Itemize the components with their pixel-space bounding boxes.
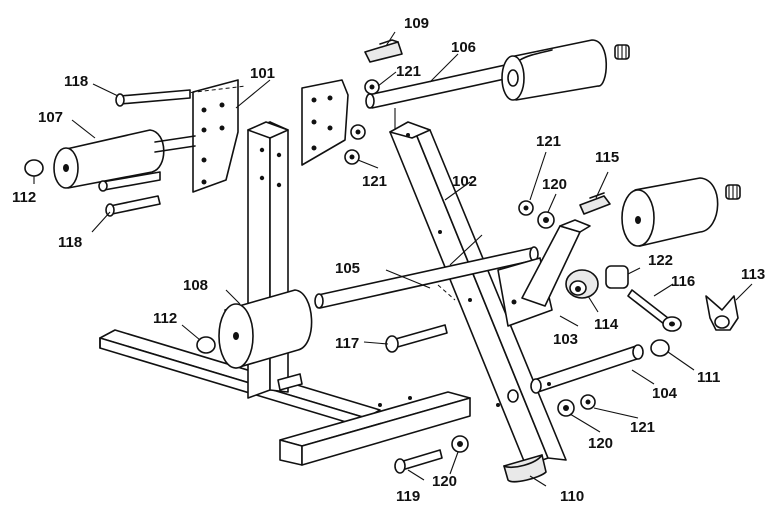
bracket-plate-left xyxy=(169,79,247,193)
label-104: 104 xyxy=(652,385,678,402)
roller-pad-top xyxy=(501,39,607,101)
clip-115 xyxy=(579,192,611,215)
label-109: 109 xyxy=(404,15,429,32)
cap-nut-top-right xyxy=(614,44,630,60)
nut-121-mid xyxy=(344,149,360,165)
roller-pad-108 xyxy=(218,289,313,369)
roller-pad-107 xyxy=(53,129,196,189)
label-117: 117 xyxy=(335,335,359,352)
label-121-top: 121 xyxy=(396,63,421,80)
label-121-right: 121 xyxy=(536,133,561,150)
pin-116 xyxy=(627,289,682,332)
bolt-118-top xyxy=(115,89,191,107)
label-118-top: 118 xyxy=(64,73,88,90)
label-121-bottom: 121 xyxy=(630,419,655,436)
nut-121-right xyxy=(518,200,534,216)
label-119: 119 xyxy=(396,488,420,505)
pivot-arm-102 xyxy=(389,108,567,467)
washer-120-lower xyxy=(451,435,469,453)
rod-106 xyxy=(365,63,515,109)
washer-120-bottom xyxy=(557,399,575,417)
bolt-117 xyxy=(385,324,448,353)
label-120-lower: 120 xyxy=(432,473,457,490)
roller-pad-right xyxy=(621,177,719,247)
label-120-bottom: 120 xyxy=(588,435,613,452)
label-106: 106 xyxy=(451,39,476,56)
nut-121-top xyxy=(364,79,380,95)
label-102: 102 xyxy=(452,173,477,190)
label-116: 116 xyxy=(671,273,695,290)
rod-104 xyxy=(530,344,644,394)
end-cap-112-center xyxy=(196,336,216,354)
nut-121-upper xyxy=(350,124,366,140)
end-cap-111 xyxy=(650,339,670,357)
bolt-119 xyxy=(394,449,443,474)
label-112-center: 112 xyxy=(153,310,177,327)
part-labels: 109 106 101 118 121 107 121 115 121 102 … xyxy=(12,15,765,505)
nut-121-bottom xyxy=(580,394,596,410)
label-112-left: 112 xyxy=(12,189,36,206)
label-115: 115 xyxy=(595,149,619,166)
cap-nut-right xyxy=(725,184,741,200)
label-108: 108 xyxy=(183,277,208,294)
label-118-bottom: 118 xyxy=(58,234,82,251)
pin-middle-left xyxy=(98,171,161,192)
knob-114 xyxy=(565,269,599,299)
wing-nut-113 xyxy=(705,295,739,331)
bracket-103 xyxy=(497,219,591,327)
label-110: 110 xyxy=(560,488,584,505)
label-121-mid: 121 xyxy=(362,173,387,190)
label-122: 122 xyxy=(648,252,673,269)
bolt-118-bottom xyxy=(105,195,161,217)
label-120-right: 120 xyxy=(542,176,567,193)
end-cap-110 xyxy=(503,454,547,483)
bracket-plate-right xyxy=(301,79,349,166)
label-103: 103 xyxy=(553,331,578,348)
label-111: 111 xyxy=(697,369,720,386)
leader-lines xyxy=(33,31,753,487)
clip-109 xyxy=(364,39,403,63)
end-cap-112-left xyxy=(24,159,44,177)
label-107: 107 xyxy=(38,109,63,126)
label-105: 105 xyxy=(335,260,360,277)
washer-120-right xyxy=(537,211,555,229)
spacer-122 xyxy=(605,265,629,289)
label-113: 113 xyxy=(741,266,765,283)
base-frame xyxy=(99,329,471,466)
label-101: 101 xyxy=(250,65,275,82)
label-114: 114 xyxy=(594,316,619,333)
